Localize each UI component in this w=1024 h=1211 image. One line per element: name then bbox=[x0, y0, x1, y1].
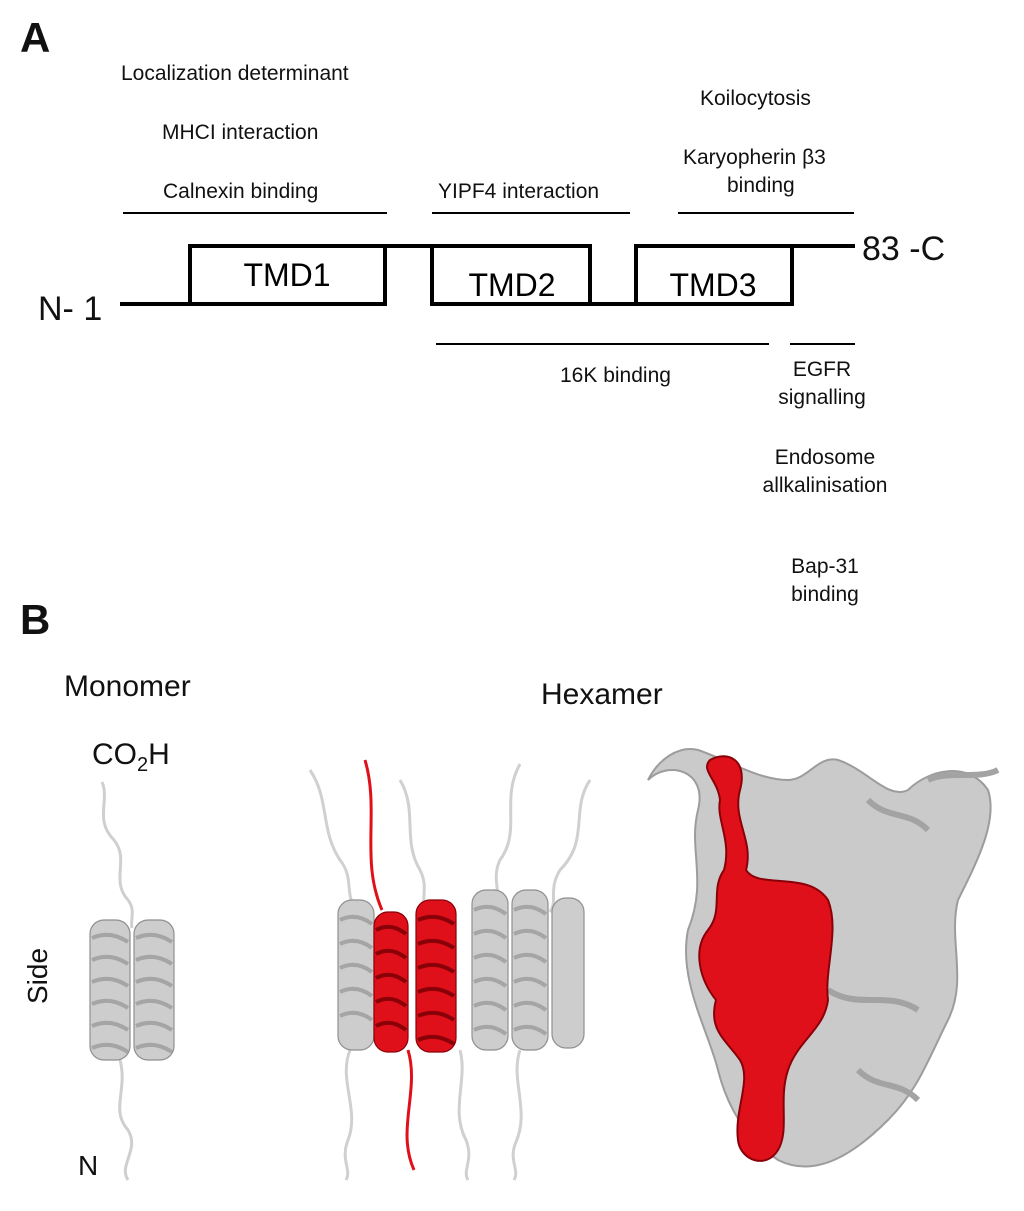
monomer-structure bbox=[89, 781, 175, 1181]
label-endosome-line1: Endosome bbox=[774, 446, 876, 469]
side-label: Side bbox=[22, 947, 54, 1005]
co2h-main: CO bbox=[92, 738, 137, 771]
topology-backbone bbox=[120, 244, 855, 306]
range-rule-left bbox=[123, 212, 387, 214]
label-karyopherin: Karyopherin β3 bbox=[683, 146, 826, 169]
co2h-tail: H bbox=[148, 738, 170, 771]
n-terminus-label: N- 1 bbox=[38, 290, 103, 328]
label-calnexin-binding: Calnexin binding bbox=[163, 180, 319, 203]
tmd1-label: TMD1 bbox=[243, 257, 330, 293]
label-koilocytosis: Koilocytosis bbox=[700, 87, 811, 110]
label-endosome-alkalinisation: Endosome allkalinisation bbox=[745, 444, 905, 500]
range-rule-mid bbox=[432, 212, 630, 214]
label-egfr-line1: EGFR bbox=[792, 358, 852, 381]
label-bap31-binding: Bap-31 binding bbox=[755, 553, 895, 609]
range-rule-right bbox=[678, 212, 854, 214]
label-yipf4-interaction: YIPF4 interaction bbox=[438, 180, 600, 203]
label-mhci-interaction: MHCI interaction bbox=[162, 121, 319, 144]
highlight-chain-surface bbox=[698, 755, 834, 1162]
range-rule-egfr bbox=[790, 343, 855, 345]
label-bap31-line1: Bap-31 bbox=[791, 555, 859, 578]
co2h-sub: 2 bbox=[137, 754, 149, 776]
co2h-label: CO2H bbox=[92, 738, 170, 777]
label-bap31-line2: binding bbox=[791, 583, 859, 606]
label-16k-binding: 16K binding bbox=[560, 364, 671, 387]
range-rule-16k bbox=[436, 343, 769, 345]
tmd3-label: TMD3 bbox=[669, 267, 756, 303]
label-karyopherin-binding: binding bbox=[727, 174, 795, 197]
label-egfr-signalling: EGFR signalling bbox=[752, 356, 892, 412]
c-terminus-label: 83 -C bbox=[862, 230, 946, 268]
hexamer-title: Hexamer bbox=[541, 678, 663, 711]
hexamer-cartoon-structure bbox=[308, 759, 592, 1181]
n-label: N bbox=[78, 1150, 99, 1181]
label-endosome-line2: allkalinisation bbox=[762, 474, 888, 497]
tmd2-label: TMD2 bbox=[468, 267, 555, 303]
label-egfr-line2: signalling bbox=[778, 386, 866, 409]
hexamer-surface-structure bbox=[647, 748, 1000, 1168]
panel-a-letter: A bbox=[20, 14, 51, 61]
panel-b-letter: B bbox=[20, 596, 51, 643]
monomer-title: Monomer bbox=[64, 670, 191, 703]
label-localization-determinant: Localization determinant bbox=[121, 62, 349, 85]
topology-diagram: TMD1 TMD2 TMD3 bbox=[120, 244, 855, 306]
